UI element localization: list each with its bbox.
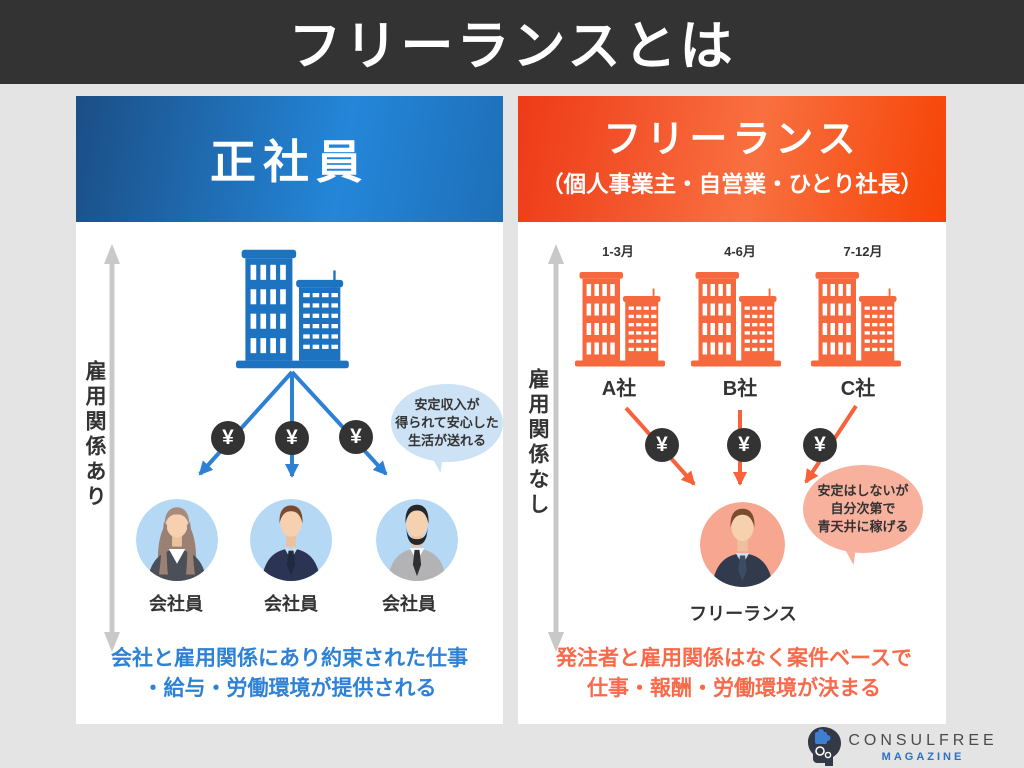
period-label: 7-12月 (843, 244, 883, 259)
employment-label-left: 雇用関係あり (83, 360, 106, 510)
worker-label: 会社員 (382, 594, 436, 614)
bubble-line: 自分次第で (830, 501, 896, 517)
bubble-tail (838, 543, 857, 565)
freelance-subtitle: （個人事業主・自営業・ひとり社長） (541, 171, 923, 197)
client-building-a-icon (575, 272, 665, 367)
title-bar: フリーランスとは (0, 0, 1024, 84)
summary-line: 会社と雇用関係にあり約束された仕事 (111, 647, 468, 670)
summary-line: 発注者と雇用関係はなく案件ベースで (556, 647, 912, 670)
worker-label: 会社員 (149, 594, 203, 614)
yen-coin: ¥ (645, 428, 679, 462)
unlimited-income-bubble: 安定はしないが 自分次第で 青天井に稼げる (803, 465, 923, 553)
employment-label-right: 雇用関係なし (526, 368, 549, 518)
period-label: 4-6月 (724, 244, 756, 259)
freelance-summary: 発注者と雇用関係はなく案件ベースで 仕事・報酬・労働環境が決まる (522, 644, 946, 704)
freelance-header: フリーランス （個人事業主・自営業・ひとり社長） (518, 96, 946, 222)
employee-summary: 会社と雇用関係にあり約束された仕事 ・給与・労働環境が提供される (80, 644, 499, 704)
company-building-icon (236, 249, 349, 369)
yen-coin: ¥ (803, 428, 837, 462)
bubble-line: 安定収入が (414, 397, 480, 413)
period-label: 1-3月 (602, 244, 634, 259)
yen-coin: ¥ (211, 421, 245, 455)
freelance-title: フリーランス (603, 119, 861, 162)
employment-axis-arrow (548, 244, 564, 652)
freelance-card: フリーランス （個人事業主・自営業・ひとり社長） (518, 96, 946, 724)
employee-avatar-1 (136, 499, 218, 581)
brand-magazine: MAGAZINE (881, 751, 965, 763)
stable-income-bubble: 安定収入が 得られて安心した 生活が送れる (391, 384, 503, 462)
bubble-line: 青天井に稼げる (817, 518, 909, 534)
bubble-line: 安定はしないが (817, 483, 909, 499)
yen-coin: ¥ (339, 420, 373, 454)
freelancer-label: フリーランス (689, 604, 797, 624)
company-label: B社 (722, 378, 758, 400)
bubble-line: 生活が送れる (407, 432, 486, 448)
employee-header: 正社員 (76, 96, 503, 222)
bubble-tail (425, 451, 444, 473)
employee-diagram (104, 244, 503, 652)
worker-label: 会社員 (264, 594, 318, 614)
consulfree-logo: CONSULFREE MAGAZINE (795, 724, 1010, 768)
consulfree-logo-icon (808, 727, 841, 766)
client-building-b-icon (691, 272, 781, 367)
brand-name: CONSULFREE (848, 732, 998, 749)
bubble-line: 得られて安心した (395, 415, 499, 431)
employee-title: 正社員 (210, 136, 369, 188)
employee-avatar-3 (376, 499, 458, 581)
summary-line: 仕事・報酬・労働環境が決まる (587, 676, 881, 700)
page-title: フリーランスとは (288, 17, 736, 76)
company-label: C社 (840, 378, 876, 400)
company-label: A社 (601, 378, 637, 400)
client-building-c-icon (811, 272, 901, 367)
yen-coin: ¥ (727, 428, 761, 462)
summary-line: ・給与・労働環境が提供される (142, 676, 437, 700)
freelancer-avatar (700, 502, 785, 587)
employment-axis-arrow (104, 244, 120, 652)
yen-coin: ¥ (275, 421, 309, 455)
employee-avatar-2 (250, 499, 332, 581)
